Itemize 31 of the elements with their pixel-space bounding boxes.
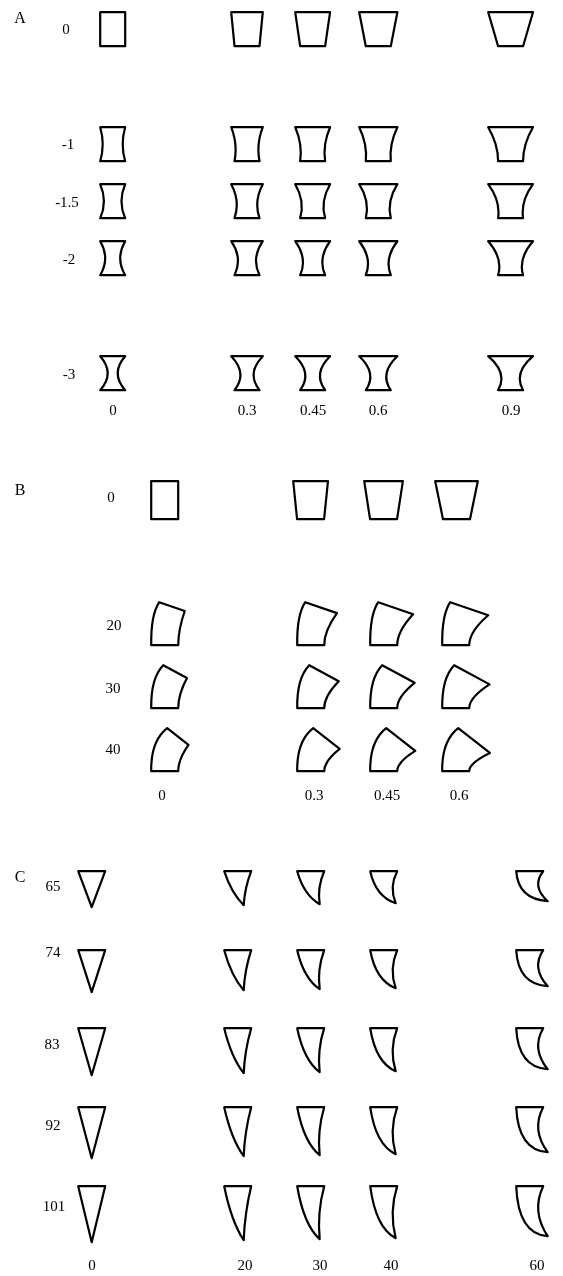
column-value: 0 [88, 1257, 96, 1273]
panel-letter: A [14, 10, 26, 26]
column-value: 0.6 [449, 787, 469, 803]
column-value: 0.9 [501, 402, 521, 418]
row-value: 74 [45, 944, 61, 960]
row-value: 20 [106, 617, 122, 633]
row-value: -1.5 [55, 194, 79, 210]
row-value: 92 [45, 1117, 61, 1133]
column-value: 20 [237, 1257, 253, 1273]
column-value: 30 [312, 1257, 328, 1273]
column-value: 0 [158, 787, 166, 803]
row-value: -2 [62, 251, 76, 267]
column-value: 0.6 [368, 402, 388, 418]
column-value: 0.45 [299, 402, 327, 418]
row-value: 0 [107, 489, 115, 505]
column-value: 0.45 [373, 787, 401, 803]
column-value: 60 [529, 1257, 545, 1273]
row-value: 40 [105, 741, 121, 757]
panel-letter: C [14, 869, 26, 885]
row-value: 0 [62, 21, 70, 37]
panel-letter: B [14, 482, 26, 498]
row-value: -1 [61, 136, 75, 152]
row-value: 65 [45, 878, 61, 894]
column-value: 0.3 [237, 402, 257, 418]
row-value: -3 [62, 366, 76, 382]
column-value: 0.3 [304, 787, 324, 803]
column-value: 40 [383, 1257, 399, 1273]
column-value: 0 [109, 402, 117, 418]
row-value: 30 [105, 680, 121, 696]
row-value: 101 [42, 1198, 66, 1214]
row-value: 83 [44, 1036, 60, 1052]
